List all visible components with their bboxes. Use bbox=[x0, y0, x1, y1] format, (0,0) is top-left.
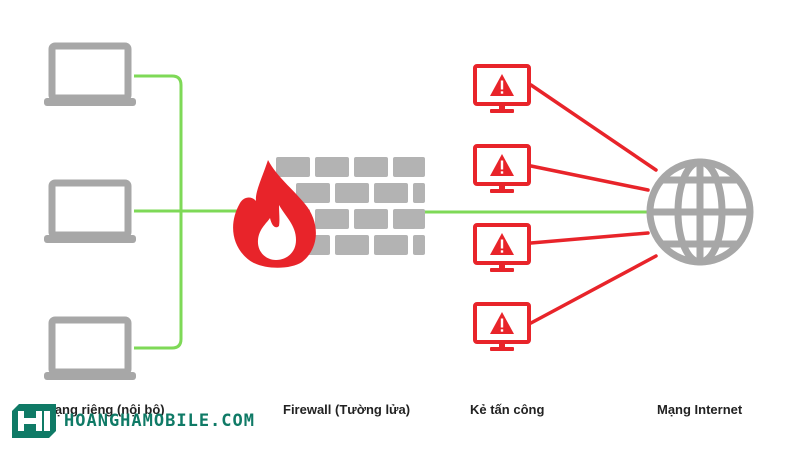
attack-link-2 bbox=[529, 164, 650, 192]
globe-icon bbox=[646, 158, 754, 266]
laptop-icon bbox=[44, 316, 136, 380]
attack-links bbox=[529, 83, 658, 325]
laptop-icon bbox=[44, 179, 136, 243]
attack-link-1 bbox=[529, 83, 658, 172]
link-laptop-top bbox=[134, 74, 183, 211]
logo-mark-icon bbox=[12, 404, 56, 438]
laptop-icon bbox=[44, 42, 136, 106]
logo-text: HOANGHAMOBILE.COM bbox=[64, 411, 255, 431]
warning-monitor-icon bbox=[473, 64, 531, 113]
link-laptop-bottom bbox=[134, 211, 183, 350]
attack-link-4 bbox=[529, 254, 658, 325]
warning-monitor-icon bbox=[473, 223, 531, 272]
internet-label: Mạng Internet bbox=[657, 402, 743, 417]
private-network-links bbox=[134, 74, 650, 350]
attacker-label: Kẻ tấn công bbox=[470, 402, 545, 417]
brand-logo: HOANGHAMOBILE.COM bbox=[10, 404, 255, 438]
warning-monitor-icon bbox=[473, 302, 531, 351]
warning-monitor-icon bbox=[473, 144, 531, 193]
private-network-label: Mạng riêng (nội bộ) bbox=[44, 402, 165, 417]
brick-wall-icon bbox=[276, 157, 425, 255]
flame-icon bbox=[233, 160, 316, 268]
firewall-label: Firewall (Tường lửa) bbox=[283, 402, 411, 417]
attack-link-3 bbox=[529, 231, 650, 245]
